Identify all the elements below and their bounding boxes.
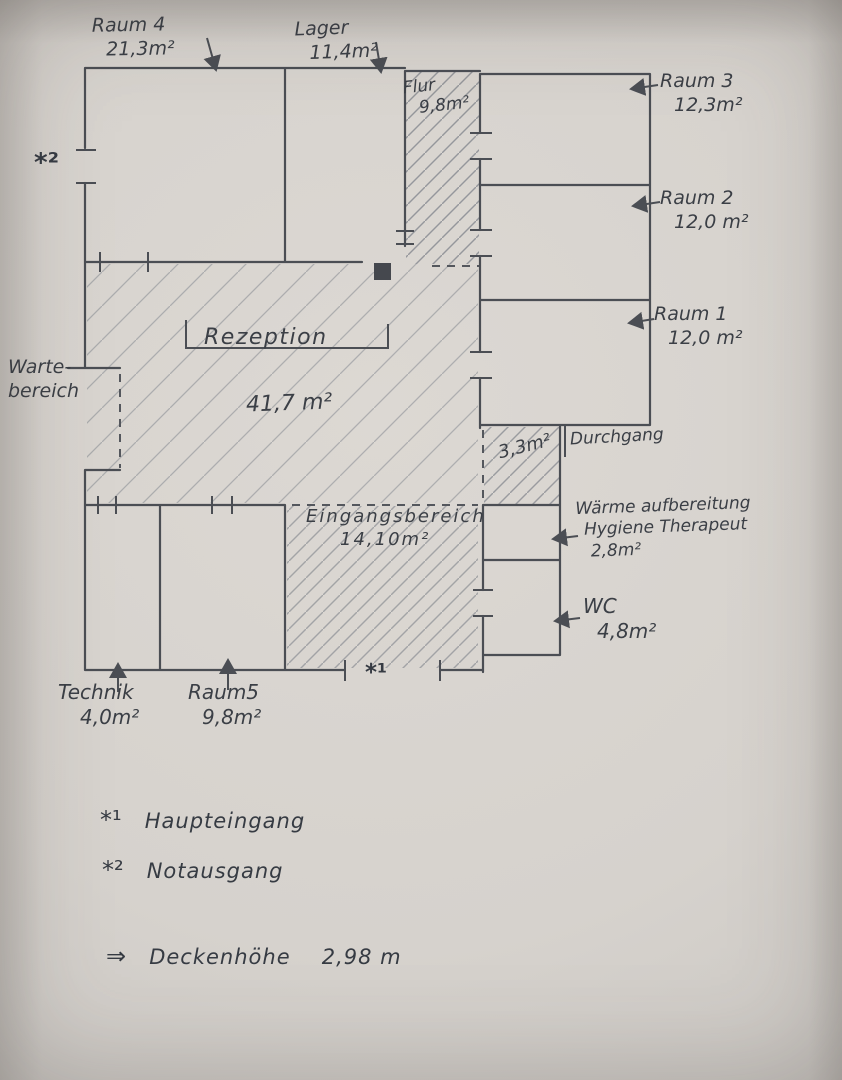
raum1-arrow (627, 311, 655, 330)
room-area: 4,8m² (597, 619, 657, 643)
durchgang-hatch (484, 427, 559, 504)
eingangsbereich-hatch (287, 506, 478, 668)
label-technik: Technik 4,0m² (58, 680, 139, 730)
room-area: 21,3m² (106, 37, 175, 61)
arrows (109, 37, 661, 692)
raum3-arrow (629, 78, 659, 96)
label-raum2: Raum 2 12,0 m² (660, 187, 748, 235)
legend-text: Deckenhöhe (149, 945, 291, 969)
raum4-arrow (203, 37, 221, 72)
label-waermeaufbereitung: Wärme aufbereitung Hygiene Therapeut 2,8… (575, 493, 752, 563)
room-area: 12,0 m² (674, 210, 749, 233)
door-ticks (76, 132, 566, 681)
rezeption-hatch (87, 264, 478, 503)
legend-text: Haupteingang (144, 809, 306, 833)
notausgang-marker: *² (34, 148, 59, 178)
room-area: 9,8m² (202, 705, 262, 729)
label-raum1: Raum 1 12,0 m² (654, 303, 742, 351)
label-wc: WC 4,8m² (583, 594, 656, 644)
room-area: 12,0 m² (668, 326, 743, 349)
room-name: Warte- (8, 356, 72, 378)
label-raum5: Raum5 9,8m² (188, 680, 261, 730)
star2-symbol: *² (102, 856, 124, 884)
double-arrow-icon: ⇒ (106, 942, 127, 970)
room-name: Raum5 (188, 680, 260, 704)
dashed-walls (119, 265, 484, 506)
lager-arrow (369, 41, 388, 74)
room-name: Raum 4 (91, 13, 166, 37)
legend-haupteingang: *¹ Haupteingang (100, 806, 305, 834)
room-area: 4,0m² (80, 705, 140, 729)
wc-arrow (553, 610, 581, 629)
room-name: Raum 3 (660, 70, 734, 92)
star1-symbol: *¹ (100, 806, 122, 834)
rezeption-bracket (185, 320, 389, 349)
label-raum4: Raum 4 21,3m² (92, 13, 175, 62)
label-rezeption-area: 41,7 m² (245, 389, 333, 418)
room-area: 14,10m² (340, 528, 431, 550)
legend-deckenhoehe: ⇒ Deckenhöhe 2,98 m (106, 942, 402, 970)
door-block (374, 263, 391, 280)
room-name: Eingangsbereich (306, 506, 486, 527)
label-flur: Flur 9,8m² (402, 72, 471, 121)
label-eingangsbereich: Eingangsbereich 14,10m² (306, 506, 486, 551)
label-rezeption: Rezeption (204, 325, 328, 350)
label-wartebereich: Warte- bereich (8, 356, 79, 404)
room-name: bereich (8, 379, 80, 402)
room-name: WC (583, 594, 617, 618)
room-name: Raum 2 (660, 187, 734, 209)
room-name: Raum 1 (654, 303, 728, 325)
raum2-arrow (631, 195, 661, 213)
legend-text: Notausgang (146, 859, 284, 883)
label-raum3: Raum 3 12,3m² (660, 70, 742, 118)
legend-value: 2,98 m (321, 945, 402, 969)
flur-hatch (406, 72, 479, 264)
room-area: 11,4m² (309, 39, 379, 64)
room-area: 12,3m² (674, 93, 743, 116)
waerme-arrow (551, 528, 579, 547)
label-lager: Lager 11,4m² (294, 16, 378, 66)
room-name: Technik (58, 680, 134, 704)
room-name: Lager (294, 16, 349, 41)
haupteingang-marker: *¹ (365, 660, 388, 686)
hatch-areas (87, 72, 559, 668)
legend-notausgang: *² Notausgang (102, 856, 283, 884)
